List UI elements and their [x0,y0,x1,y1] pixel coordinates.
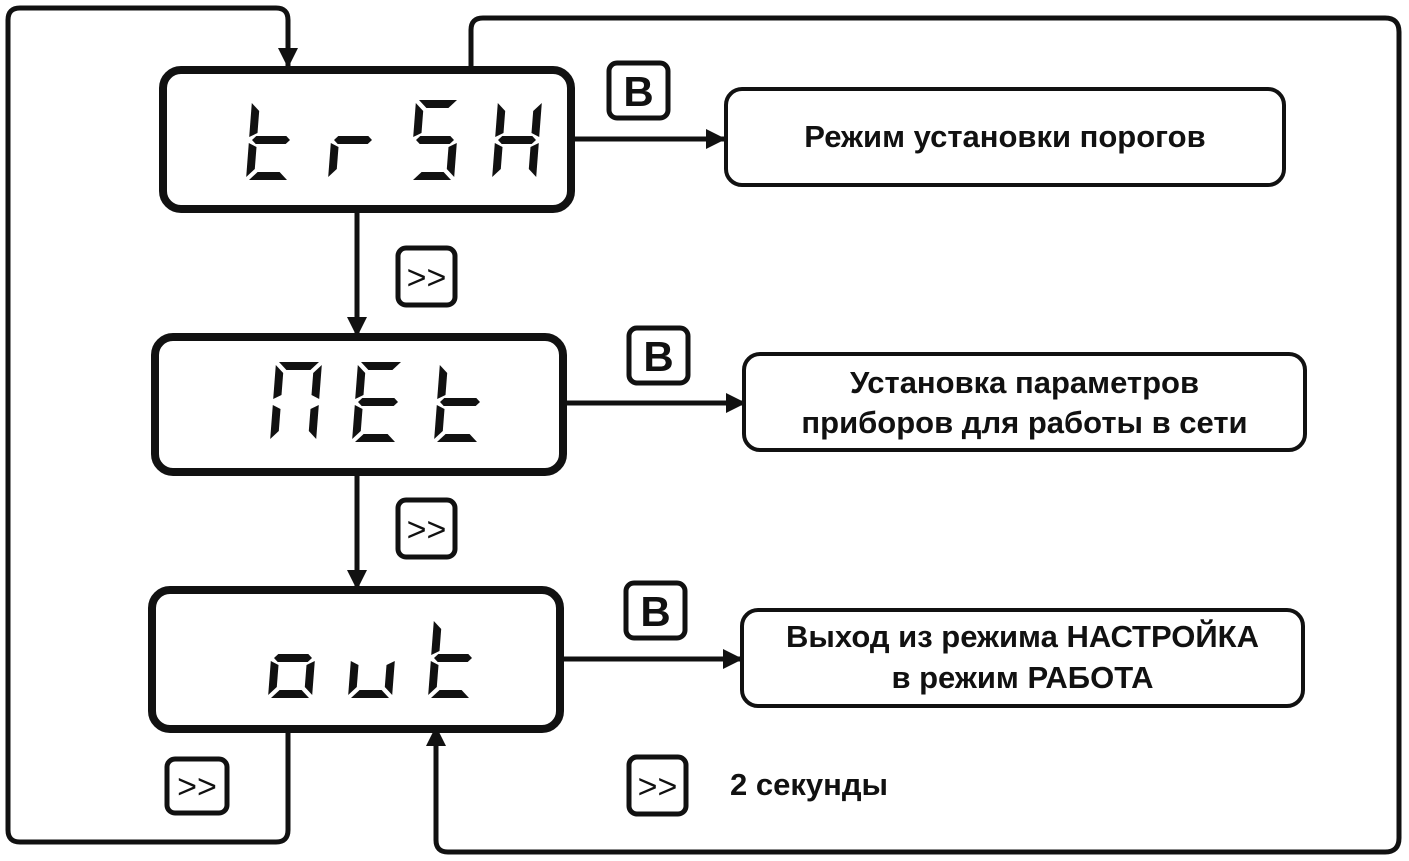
display-segment [495,103,506,137]
display-segment [270,405,281,439]
display-segment [434,405,445,439]
display-segment [249,172,287,180]
display-segment [528,143,539,177]
display-char [268,654,315,698]
display-segment [355,365,366,399]
display-segment [384,661,395,695]
description-network: Установка параметров приборов для работы… [742,352,1307,452]
display-segment [271,690,309,698]
display-segment [498,136,536,144]
display-segment [355,434,395,442]
display-segment [334,136,372,144]
display-segment [413,103,424,137]
display-char [413,100,457,180]
display-segment [437,434,477,442]
loop-connector-right [426,15,1402,855]
key-b-trsh: B [606,60,671,121]
display-segment [279,362,319,370]
display-out-text [268,621,472,698]
display-segment [249,103,260,137]
display-segment [531,103,542,137]
display-segment [434,654,472,662]
display-segment [328,143,339,177]
display-segment [431,690,469,698]
display-char [246,103,290,180]
display-segment [413,172,451,180]
display-segment [440,398,480,406]
svg-text:>>: >> [407,259,447,297]
display-segment [492,143,503,177]
svg-text:B: B [643,333,673,380]
display-char [492,103,542,177]
description-network-line-1: Установка параметров [850,365,1199,400]
svg-text:>>: >> [177,768,217,806]
legend: >> 2 секунды [626,754,888,817]
display-char [270,362,322,439]
description-exit-line-2: в режим РАБОТА [891,660,1153,695]
display-out [148,586,564,733]
svg-text:B: B [623,68,653,115]
description-exit-line-1: Выход из режима НАСТРОЙКА [786,618,1259,654]
key-next-2: >> [395,497,458,560]
display-segment [352,405,363,439]
description-network-line-2: приборов для работы в сети [801,405,1247,440]
display-char [352,362,401,442]
display-segment [437,365,448,399]
display-segment [416,136,454,144]
display-segment [361,362,401,370]
legend-text: 2 секунды [730,767,888,802]
display-segment [274,654,312,662]
display-segment [348,661,359,695]
display-segment [446,143,457,177]
svg-text:B: B [640,588,670,635]
display-net [151,333,567,476]
display-char [348,661,395,698]
display-char [328,136,372,177]
display-segment [358,398,398,406]
key-next-1: >> [395,245,458,308]
display-segment [246,143,257,177]
display-segment [252,136,290,144]
display-char [434,365,480,442]
description-thresholds: Режим установки порогов [724,87,1286,187]
key-b-out: B [623,580,688,641]
key-b-net: B [626,325,691,386]
display-segment [268,661,279,695]
legend-key-label: >> [638,768,678,806]
legend-key [626,754,689,817]
display-net-text [270,362,480,442]
description-thresholds-line-1: Режим установки порогов [804,119,1205,154]
display-trsh-text [246,100,542,180]
key-next-loop: >> [164,756,230,816]
display-segment [351,690,389,698]
svg-text:>>: >> [407,511,447,549]
display-segment [431,621,442,655]
loop-connector-left [5,5,298,845]
display-trsh [159,66,575,213]
display-segment [273,365,284,399]
description-exit: Выход из режима НАСТРОЙКА в режим РАБОТА [740,608,1305,708]
display-char [428,621,472,698]
display-segment [419,100,457,108]
display-segment [308,405,319,439]
display-segment [304,661,315,695]
display-segment [428,661,439,695]
display-segment [311,365,322,399]
